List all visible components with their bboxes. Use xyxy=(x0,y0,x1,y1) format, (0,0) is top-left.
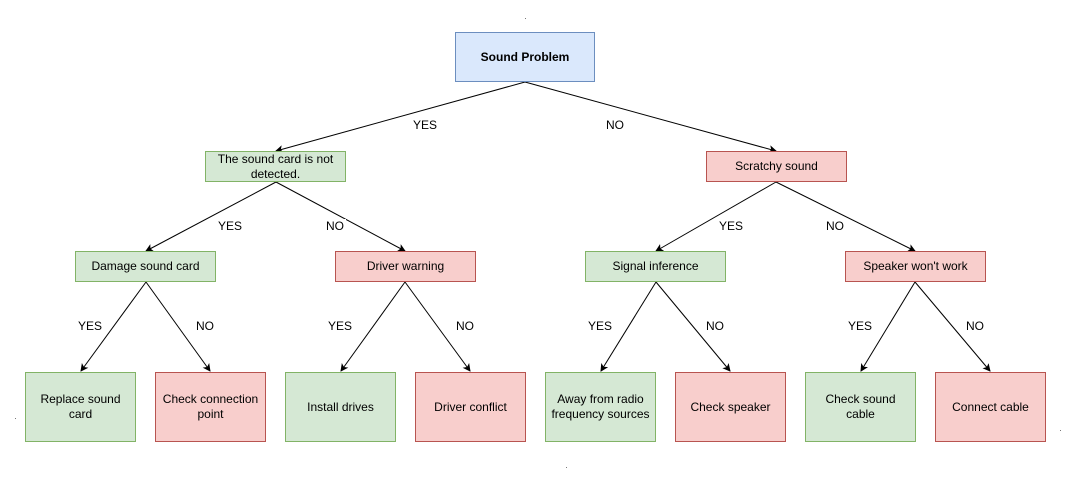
node-driver-warning: Driver warning xyxy=(335,251,476,282)
edge-signal-to-away xyxy=(600,281,657,372)
edge-speaker-to-check-cable xyxy=(860,281,916,372)
node-label: Install drives xyxy=(307,399,374,414)
node-label: Check sound cable xyxy=(825,392,896,421)
edge-signal-to-check-speaker xyxy=(655,281,731,372)
canvas-marker-dot xyxy=(566,467,567,468)
edge-label-no: NO xyxy=(194,319,216,333)
edge-label-yes: YES xyxy=(845,319,875,333)
edge-label-no: NO xyxy=(964,319,986,333)
node-label: The sound card is not detected. xyxy=(217,151,334,181)
node-label: Replace sound card xyxy=(40,392,121,421)
node-install-drives: Install drives xyxy=(285,372,396,442)
edge-card-to-damage xyxy=(145,181,277,252)
node-label: Damage sound card xyxy=(91,259,200,273)
node-label: Check speaker xyxy=(690,399,771,414)
node-signal-inference: Signal inference xyxy=(585,251,726,282)
canvas-marker-dot xyxy=(15,418,16,419)
node-scratchy-sound: Scratchy sound xyxy=(706,151,847,182)
node-damage-sound-card: Damage sound card xyxy=(75,251,216,282)
edge-label-no: NO xyxy=(454,319,476,333)
node-sound-problem: Sound Problem xyxy=(455,32,595,82)
edge-scratchy-to-speaker xyxy=(775,181,916,252)
edge-label-no: NO xyxy=(324,219,346,233)
node-label: Away from radio frequency sources xyxy=(551,392,650,421)
node-label: Speaker won't work xyxy=(863,259,968,273)
edge-card-to-driver-warning xyxy=(275,181,406,252)
edge-label-no: NO xyxy=(604,118,626,132)
canvas-marker-dot xyxy=(525,18,526,19)
edge-label-yes: YES xyxy=(215,219,245,233)
edge-root-to-scratchy-sound xyxy=(524,81,777,154)
node-away-from-radio: Away from radio frequency sources xyxy=(545,372,656,442)
edge-root-to-card-not-detected xyxy=(275,81,526,153)
node-label: Driver warning xyxy=(366,259,445,273)
edge-label-yes: YES xyxy=(75,319,105,333)
node-label: Signal inference xyxy=(612,259,699,273)
node-connect-cable: Connect cable xyxy=(935,372,1046,442)
edge-damage-to-check-connection xyxy=(145,281,211,372)
node-replace-sound-card: Replace sound card xyxy=(25,372,136,442)
edge-label-no: NO xyxy=(704,319,726,333)
node-card-not-detected: The sound card is not detected. xyxy=(205,151,346,182)
edge-damage-to-replace xyxy=(80,281,147,372)
node-label: Connect cable xyxy=(952,399,1029,414)
node-label: Driver conflict xyxy=(434,399,507,414)
canvas-marker-dot xyxy=(1060,430,1061,431)
node-driver-conflict: Driver conflict xyxy=(415,372,526,442)
node-label: Sound Problem xyxy=(480,49,570,64)
node-check-connection-point: Check connection point xyxy=(155,372,266,442)
node-label: Scratchy sound xyxy=(735,159,818,173)
node-speaker-wont-work: Speaker won't work xyxy=(845,251,986,282)
node-check-sound-cable: Check sound cable xyxy=(805,372,916,442)
edge-driver-to-install xyxy=(340,281,406,372)
node-check-speaker: Check speaker xyxy=(675,372,786,442)
edge-scratchy-to-signal xyxy=(655,181,777,252)
edge-label-yes: YES xyxy=(716,219,746,233)
edge-driver-to-conflict xyxy=(404,281,471,372)
node-label: Check connection point xyxy=(162,392,259,421)
edge-label-yes: YES xyxy=(410,118,440,132)
edge-label-no: NO xyxy=(824,219,846,233)
edge-speaker-to-connect-cable xyxy=(914,281,991,372)
edge-label-yes: YES xyxy=(325,319,355,333)
edge-label-yes: YES xyxy=(585,319,615,333)
